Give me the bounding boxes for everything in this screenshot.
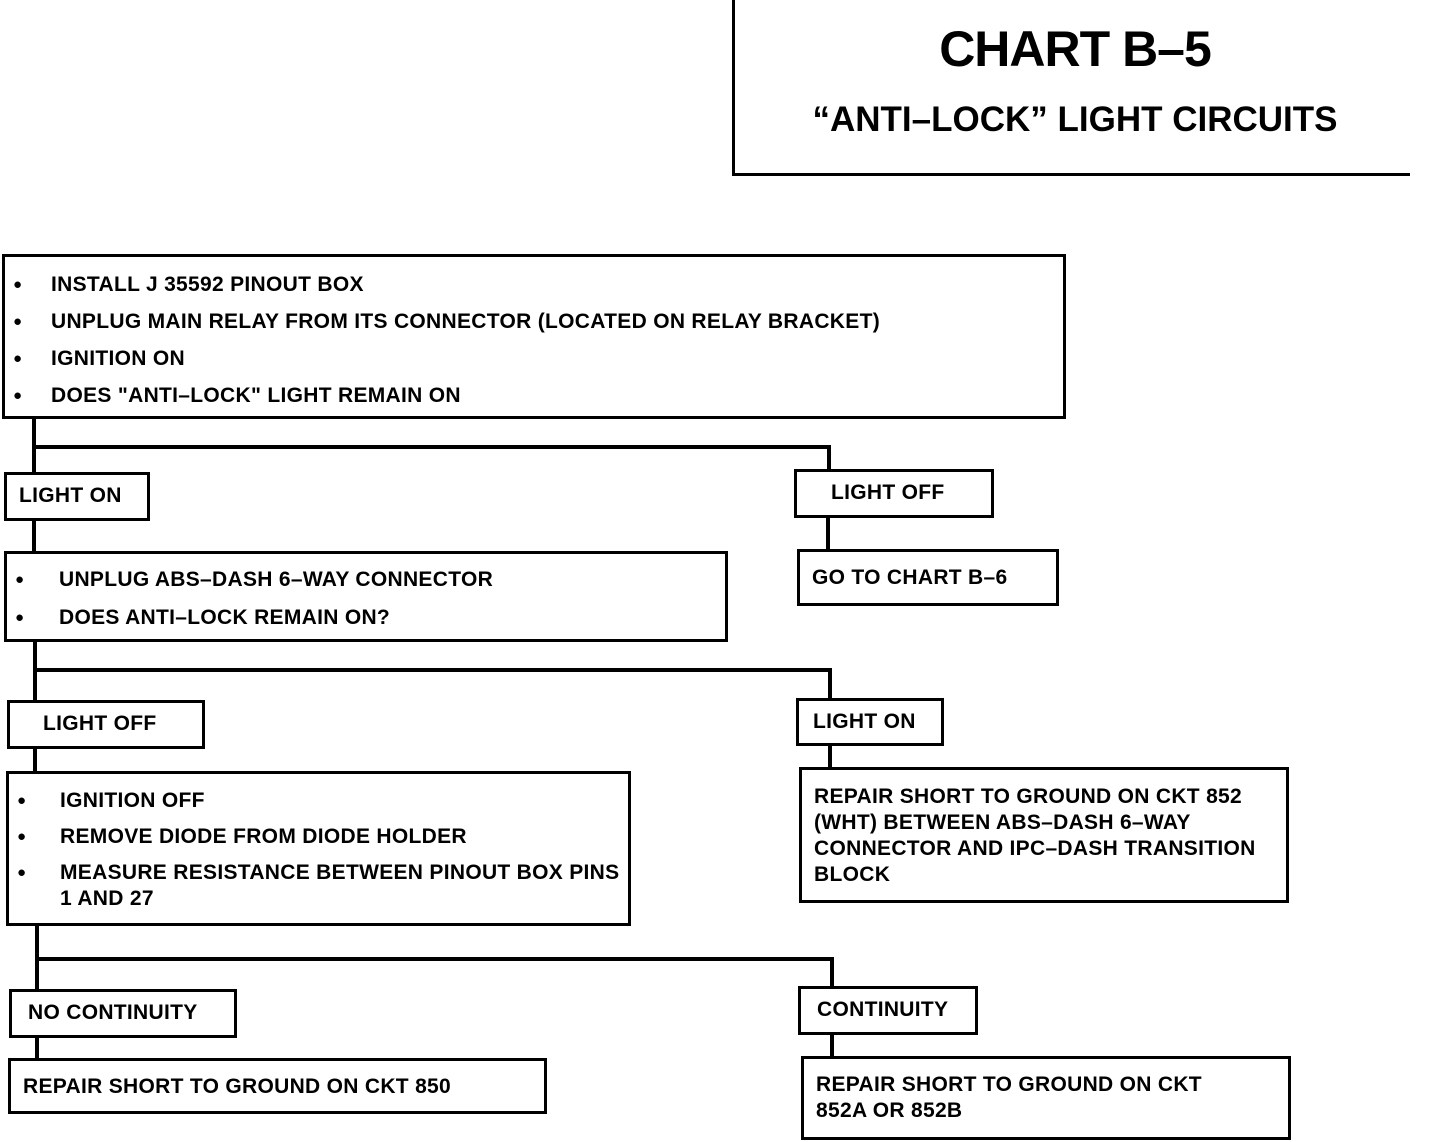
connector-line (830, 957, 834, 988)
connector-line (828, 743, 832, 770)
connector-line (826, 516, 830, 551)
connector-line (35, 957, 834, 961)
connector-line (33, 640, 37, 704)
chart-title: CHART B–5 (939, 21, 1212, 77)
step3-item: MEASURE RESISTANCE BETWEEN PINOUT BOX PI… (9, 860, 628, 912)
step3-item: IGNITION OFF (9, 788, 628, 814)
chart-subtitle: “ANTI–LOCK” LIGHT CIRCUITS (812, 100, 1338, 139)
step3-item: REMOVE DIODE FROM DIODE HOLDER (9, 824, 628, 850)
connector-line (827, 445, 831, 471)
step-box-1: INSTALL J 35592 PINOUT BOX UNPLUG MAIN R… (2, 254, 1066, 419)
connector-line (830, 1032, 834, 1058)
step2-item: DOES ANTI–LOCK REMAIN ON? (7, 605, 725, 631)
branch-light-off: LIGHT OFF (7, 700, 205, 749)
goto-chart-box: GO TO CHART B–6 (797, 549, 1059, 606)
connector-line (33, 668, 832, 672)
branch-light-on: LIGHT ON (796, 698, 944, 746)
step-box-3: IGNITION OFF REMOVE DIODE FROM DIODE HOL… (6, 771, 631, 926)
step2-item: UNPLUG ABS–DASH 6–WAY CONNECTOR (7, 567, 725, 593)
repair-ckt-852ab-box: REPAIR SHORT TO GROUND ON CKT 852A OR 85… (801, 1056, 1291, 1140)
step1-item: IGNITION ON (5, 346, 1063, 372)
step-box-2: UNPLUG ABS–DASH 6–WAY CONNECTOR DOES ANT… (4, 551, 728, 642)
repair-ckt-852-box: REPAIR SHORT TO GROUND ON CKT 852 (WHT) … (799, 767, 1289, 903)
step1-item: DOES "ANTI–LOCK" LIGHT REMAIN ON (5, 383, 1063, 409)
branch-light-off: LIGHT OFF (794, 469, 994, 518)
branch-continuity: CONTINUITY (798, 986, 978, 1035)
step1-item: UNPLUG MAIN RELAY FROM ITS CONNECTOR (LO… (5, 309, 1063, 335)
branch-light-on: LIGHT ON (4, 472, 150, 521)
connector-line (32, 518, 36, 554)
connector-line (35, 1035, 39, 1060)
connector-line (828, 668, 832, 701)
step1-item: INSTALL J 35592 PINOUT BOX (5, 272, 1063, 298)
connector-line (32, 445, 831, 449)
repair-ckt-850-box: REPAIR SHORT TO GROUND ON CKT 850 (8, 1058, 547, 1114)
connector-line (33, 746, 37, 774)
chart-title-box: CHART B–5 “ANTI–LOCK” LIGHT CIRCUITS (732, 0, 1410, 176)
branch-no-continuity: NO CONTINUITY (9, 989, 237, 1038)
